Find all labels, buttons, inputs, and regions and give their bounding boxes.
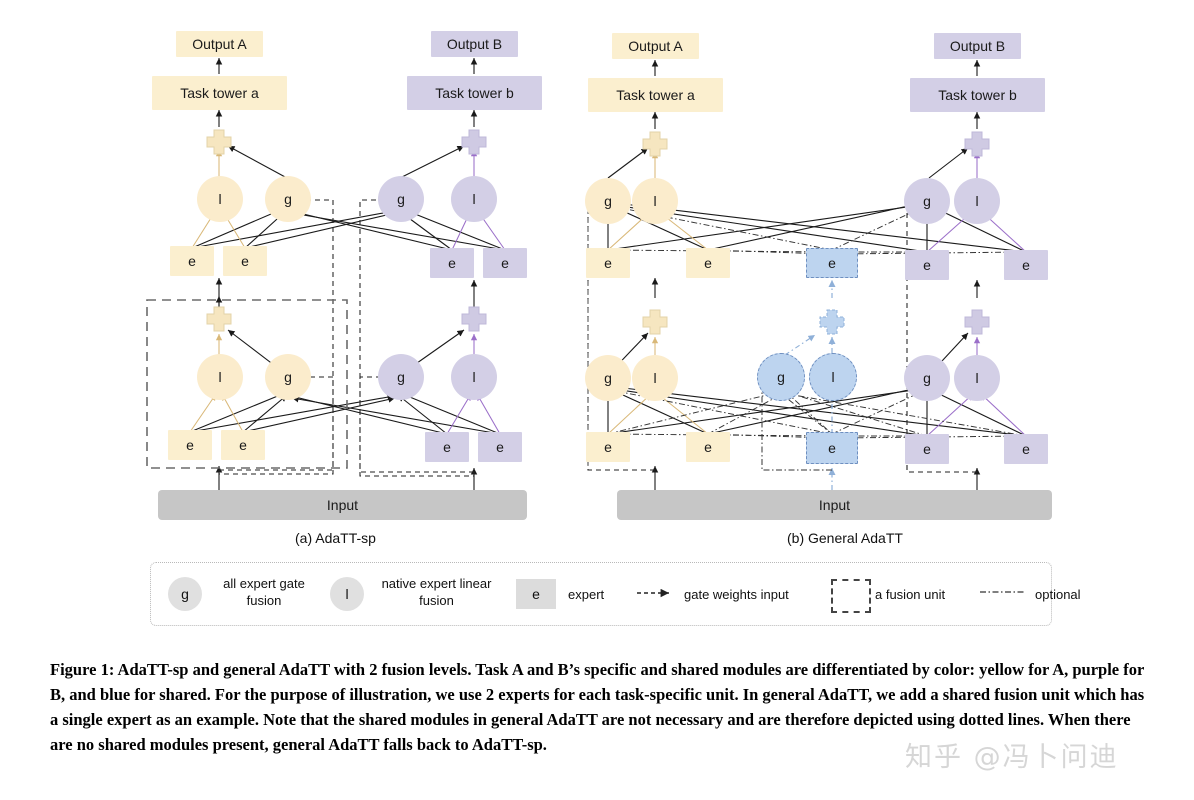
expert-b-top-1-panel-a: e [430, 248, 474, 278]
figure-caption: Figure 1: AdaTT-sp and general AdaTT wit… [50, 660, 1145, 754]
legend-gate-label: all expert gate fusion [209, 575, 319, 609]
gate-node-a-top-panel-b: g [585, 178, 631, 224]
linear-node-b-bottom-panel-a: l [451, 354, 497, 400]
linear-node-a-top-panel-b: l [632, 178, 678, 224]
legend-optional-line-icon [980, 591, 1025, 593]
linear-node-a-top-panel-a: l [197, 176, 243, 222]
legend-linear-icon: l [330, 577, 364, 611]
gate-node-b-top-panel-b: g [904, 178, 950, 224]
legend-gate-label-line1: all expert gate [223, 576, 305, 591]
task-tower-a-box-panel-a: Task tower a [152, 76, 287, 110]
diagram-area: Output A Task tower a l g e e Output B T… [146, 31, 1052, 546]
expert-a-bottom-2-panel-b: e [686, 432, 730, 462]
fusion-plus-icon [964, 309, 990, 335]
output-a-box-panel-b: Output A [612, 33, 699, 59]
expert-b-bottom-1-panel-b: e [905, 434, 949, 464]
linear-node-shared-bottom-panel-b: l [809, 353, 857, 401]
output-b-box-panel-b: Output B [934, 33, 1021, 59]
legend-linear-label: native expert linear fusion [369, 575, 504, 609]
expert-b-bottom-2-panel-a: e [478, 432, 522, 462]
fusion-plus-icon [206, 129, 232, 155]
fusion-plus-icon [819, 309, 845, 335]
task-tower-a-box-panel-b: Task tower a [588, 78, 723, 112]
expert-b-top-2-panel-b: e [1004, 250, 1048, 280]
fusion-plus-icon [642, 131, 668, 157]
legend-gate-icon: g [168, 577, 202, 611]
task-tower-b-box-panel-a: Task tower b [407, 76, 542, 110]
expert-a-top-1-panel-b: e [586, 248, 630, 278]
linear-node-b-top-panel-b: l [954, 178, 1000, 224]
expert-a-top-2-panel-b: e [686, 248, 730, 278]
watermark: 知乎 @冯卜问迪 [905, 742, 1119, 773]
input-bar-panel-b: Input [617, 490, 1052, 520]
gate-node-a-bottom-panel-a: g [265, 354, 311, 400]
expert-a-bottom-2-panel-a: e [221, 430, 265, 460]
linear-node-a-bottom-panel-b: l [632, 355, 678, 401]
legend-gate-label-line2: fusion [246, 593, 282, 608]
gate-node-a-bottom-panel-b: g [585, 355, 631, 401]
legend-gate-weights-arrow-icon [637, 588, 669, 598]
expert-b-bottom-1-panel-a: e [425, 432, 469, 462]
legend-optional-label: optional [1035, 587, 1081, 602]
fusion-plus-icon [642, 309, 668, 335]
expert-a-top-1-panel-a: e [170, 246, 214, 276]
panel-caption-a: (a) AdaTT-sp [295, 530, 376, 546]
fusion-plus-icon [461, 306, 487, 332]
output-b-box-panel-a: Output B [431, 31, 518, 57]
legend-expert-icon: e [516, 579, 556, 609]
linear-node-b-bottom-panel-b: l [954, 355, 1000, 401]
expert-shared-top-panel-b: e [806, 248, 858, 278]
expert-shared-bottom-panel-b: e [806, 432, 858, 464]
expert-b-top-2-panel-a: e [483, 248, 527, 278]
fusion-plus-icon [461, 129, 487, 155]
gate-node-b-bottom-panel-a: g [378, 354, 424, 400]
fusion-plus-icon [964, 131, 990, 157]
legend-linear-label-line1: native expert linear [381, 576, 492, 591]
output-a-box-panel-a: Output A [176, 31, 263, 57]
legend-gate-weights-label: gate weights input [684, 587, 789, 602]
linear-node-b-top-panel-a: l [451, 176, 497, 222]
panel-caption-b: (b) General AdaTT [787, 530, 903, 546]
legend-panel: g all expert gate fusion l native expert… [150, 562, 1081, 626]
fusion-plus-icon [206, 306, 232, 332]
legend-fusion-unit-label: a fusion unit [875, 587, 946, 602]
gate-node-b-top-panel-a: g [378, 176, 424, 222]
legend-linear-label-line2: fusion [419, 593, 454, 608]
expert-a-top-2-panel-a: e [223, 246, 267, 276]
gate-node-a-top-panel-a: g [265, 176, 311, 222]
input-bar-panel-a: Input [158, 490, 527, 520]
gate-node-shared-bottom-panel-b: g [757, 353, 805, 401]
expert-a-bottom-1-panel-a: e [168, 430, 212, 460]
task-tower-b-box-panel-b: Task tower b [910, 78, 1045, 112]
expert-b-top-1-panel-b: e [905, 250, 949, 280]
legend-expert-label: expert [568, 587, 605, 602]
legend-fusion-unit-icon [831, 579, 871, 613]
gate-node-b-bottom-panel-b: g [904, 355, 950, 401]
linear-node-a-bottom-panel-a: l [197, 354, 243, 400]
expert-a-bottom-1-panel-b: e [586, 432, 630, 462]
expert-b-bottom-2-panel-b: e [1004, 434, 1048, 464]
